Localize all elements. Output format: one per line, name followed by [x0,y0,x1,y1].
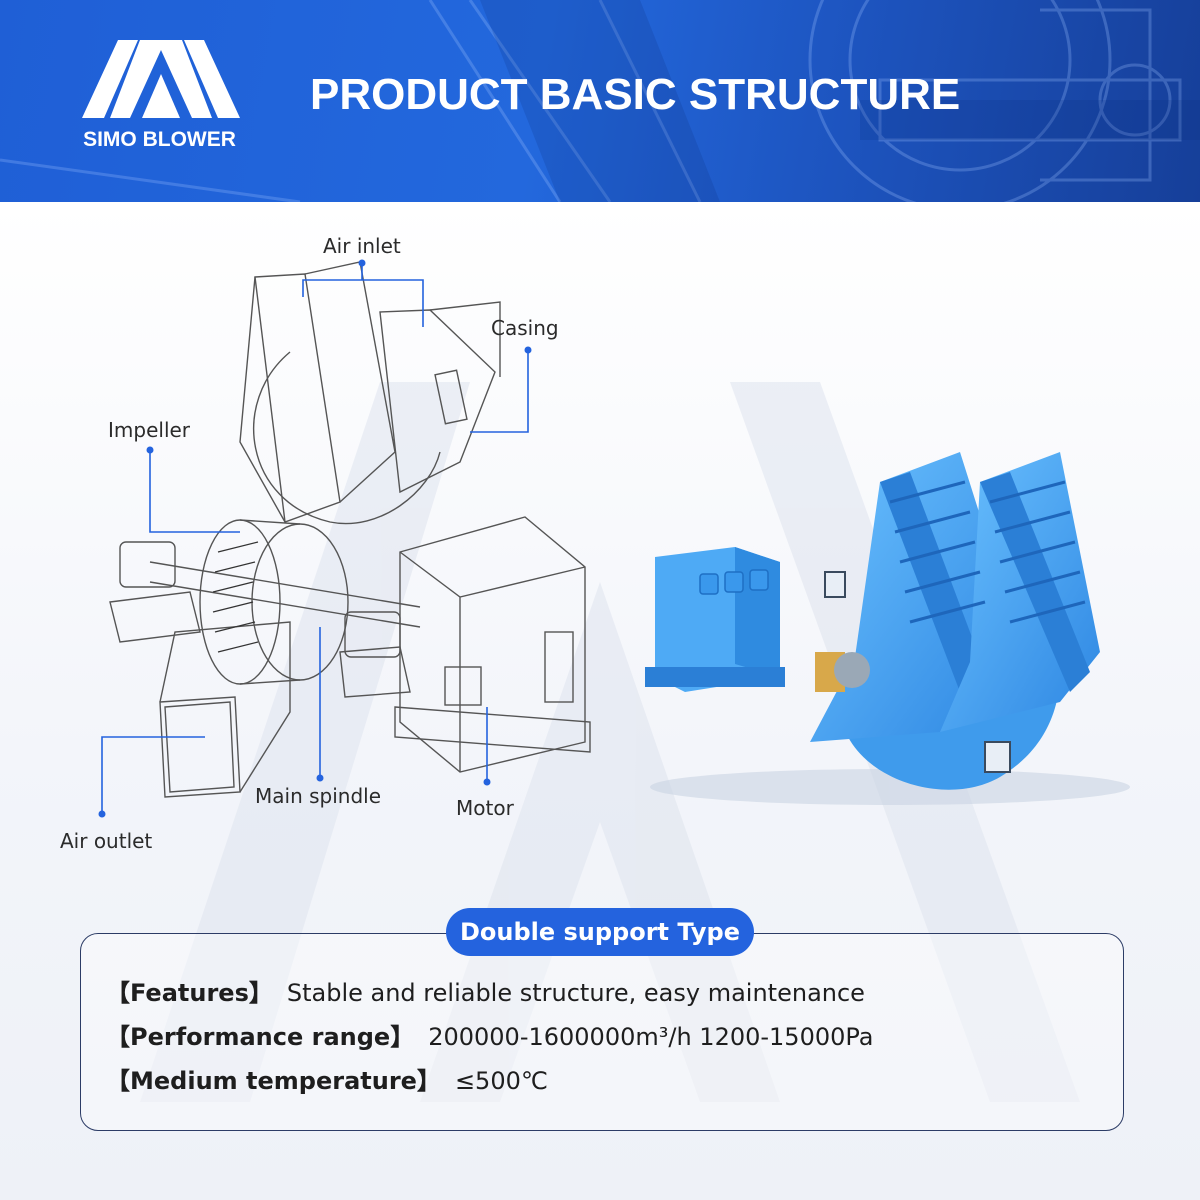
spec-row-features: 【Features】 Stable and reliable structure,… [106,973,865,1008]
label-main-spindle: Main spindle [255,784,382,808]
label-impeller: Impeller [108,418,191,442]
spec-value: 200000-1600000m³/h 1200-15000Pa [428,1023,874,1051]
type-badge: Double support Type [446,908,754,956]
label-motor: Motor [456,796,514,820]
spec-value: ≤500℃ [454,1067,548,1095]
brand-name: SIMO BLOWER [83,128,236,151]
spec-card: 【Features】 Stable and reliable structure,… [80,933,1124,1131]
label-air-inlet: Air inlet [323,234,401,258]
blower-3d-render [645,452,1130,805]
simo-blower-logo: SIMO BLOWER [72,40,247,160]
spec-value: Stable and reliable structure, easy main… [286,979,865,1007]
spec-key: 【Features】 [106,979,273,1007]
spec-row-performance: 【Performance range】 200000-1600000m³/h 12… [106,1017,873,1052]
exploded-structure-diagram [98,259,591,818]
header-banner: SIMO BLOWER PRODUCT BASIC STRUCTURE [0,0,1200,202]
label-casing: Casing [491,316,559,340]
spec-key: 【Performance range】 [106,1023,415,1051]
label-air-outlet: Air outlet [60,829,153,853]
header-fan-background-image [0,0,1200,202]
spec-row-temperature: 【Medium temperature】 ≤500℃ [106,1061,548,1096]
spec-key: 【Medium temperature】 [106,1067,441,1095]
content-area: Air inlet Casing Impeller Main spindle M… [0,202,1200,1200]
logo-mark-icon [82,40,240,118]
page-title: PRODUCT BASIC STRUCTURE [310,70,961,119]
